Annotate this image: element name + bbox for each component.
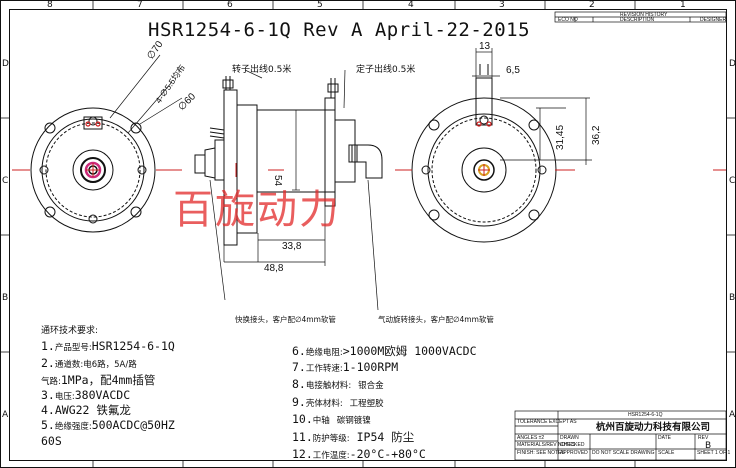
row-label: C	[2, 176, 9, 186]
revision-table	[554, 11, 727, 23]
col-label: 2	[589, 0, 595, 10]
row-label: D	[729, 59, 736, 69]
finish-note: FINISH: SEE NOTES	[517, 450, 565, 456]
spec-item: 12.工作温度:-20°C-+80°C	[292, 447, 426, 461]
col-label: 5	[317, 0, 323, 10]
rev-label: REV	[698, 435, 709, 441]
row-label: C	[729, 176, 736, 186]
approved-label: APPROVED	[560, 450, 588, 456]
rev-designer-header: DESIGNER	[700, 17, 727, 23]
dim-length-33-8: 33,8	[282, 241, 302, 252]
drawing-title: HSR1254-6-1Q Rev A April-22-2015	[148, 19, 531, 41]
dim-width-6-5: 6,5	[506, 65, 520, 76]
dim-width-13: 13	[479, 41, 491, 52]
left-view-dimension-leaders	[109, 54, 183, 134]
scale-note: DO NOT SCALE DRAWING	[592, 450, 655, 456]
spec-item: 3.电压:380VACDC	[41, 388, 131, 402]
dim-height-54: 54	[272, 175, 283, 187]
col-label: 4	[408, 0, 414, 10]
spec-item: 6.绝缘电阻:>1000M欧姆 1000VACDC	[292, 344, 477, 358]
rev-eco-header: ECO NO	[558, 17, 578, 23]
sheet-count: SHEET 1 OF 1	[697, 450, 731, 456]
row-label: A	[2, 410, 9, 420]
drawn-label: DRAWN	[560, 435, 579, 441]
left-fitting-callout: 快换接头，客户配∅4mm软管	[235, 315, 336, 324]
checked-label: CHECKED	[560, 442, 585, 448]
specs-heading: 通环技术要求:	[41, 326, 99, 336]
company-name: 杭州百旋动力科技有限公司	[596, 422, 711, 433]
row-label: D	[2, 59, 9, 69]
spec-item: 1.产品型号:HSR1254-6-1Q	[41, 339, 175, 353]
company-watermark: 百旋动力	[173, 187, 341, 233]
materials-note: MATERIALS/REV NOTES	[517, 442, 576, 448]
inner-frame	[9, 9, 727, 461]
rev-description-header: DESCRIPTION	[620, 17, 655, 23]
col-label: 6	[227, 0, 233, 10]
scale-label: SCALE	[658, 450, 675, 456]
front-view-left	[30, 107, 156, 233]
spec-item: 气路:1MPa，配4mm插管	[41, 373, 156, 387]
spec-item: 4.AWG22 铁氟龙	[41, 403, 131, 417]
row-label: A	[729, 410, 736, 420]
dim-height-31-45: 31,45	[555, 124, 566, 150]
spec-item: 7.工作转速:1-100RPM	[292, 360, 399, 374]
spec-item: 60S	[41, 434, 62, 448]
date-label: DATE	[658, 435, 671, 441]
red-hole-marks	[85, 121, 492, 127]
tolerance-note: TOLERANCE EXCEPT AS	[517, 419, 577, 425]
col-label: 7	[137, 0, 143, 10]
stator-lead-callout: 定子出线0.5米	[356, 65, 416, 75]
rev-history-header: REVISION HISTORY	[620, 12, 668, 18]
drawing-number: HSR1254-6-1Q	[628, 412, 663, 418]
spec-item: 5.绝缘强度:500ACDC@50HZ	[41, 418, 175, 432]
col-label: 8	[47, 0, 53, 10]
spec-item: 11.防护等级: IP54 防尘	[292, 430, 415, 444]
spec-item: 8.电接触材料: 银合金	[292, 377, 384, 391]
row-label: B	[2, 293, 9, 303]
dim-length-48-8: 48,8	[264, 263, 284, 274]
col-label: 1	[680, 0, 686, 10]
sheet-size: B	[705, 441, 712, 451]
spec-item: 10.中轴 碳钢镀镍	[292, 412, 371, 426]
col-label: 3	[499, 0, 505, 10]
title-block	[514, 410, 727, 461]
spec-item: 9.壳体材料: 工程塑胶	[292, 395, 384, 409]
side-view-dimensions	[209, 69, 379, 311]
right-view-dimensions	[472, 48, 592, 165]
dim-height-36-2: 36,2	[591, 125, 602, 145]
row-label: B	[729, 293, 736, 303]
spec-item: 2.通道数:电6路，5A/路	[41, 356, 137, 370]
center-marks	[12, 163, 726, 177]
front-view-right	[411, 64, 557, 243]
rotor-lead-callout: 转子出线0.5米	[232, 65, 292, 75]
angles-note: ANGLES ±2	[517, 435, 545, 441]
right-fitting-callout: 气动旋转接头，客户配∅4mm软管	[378, 315, 494, 324]
